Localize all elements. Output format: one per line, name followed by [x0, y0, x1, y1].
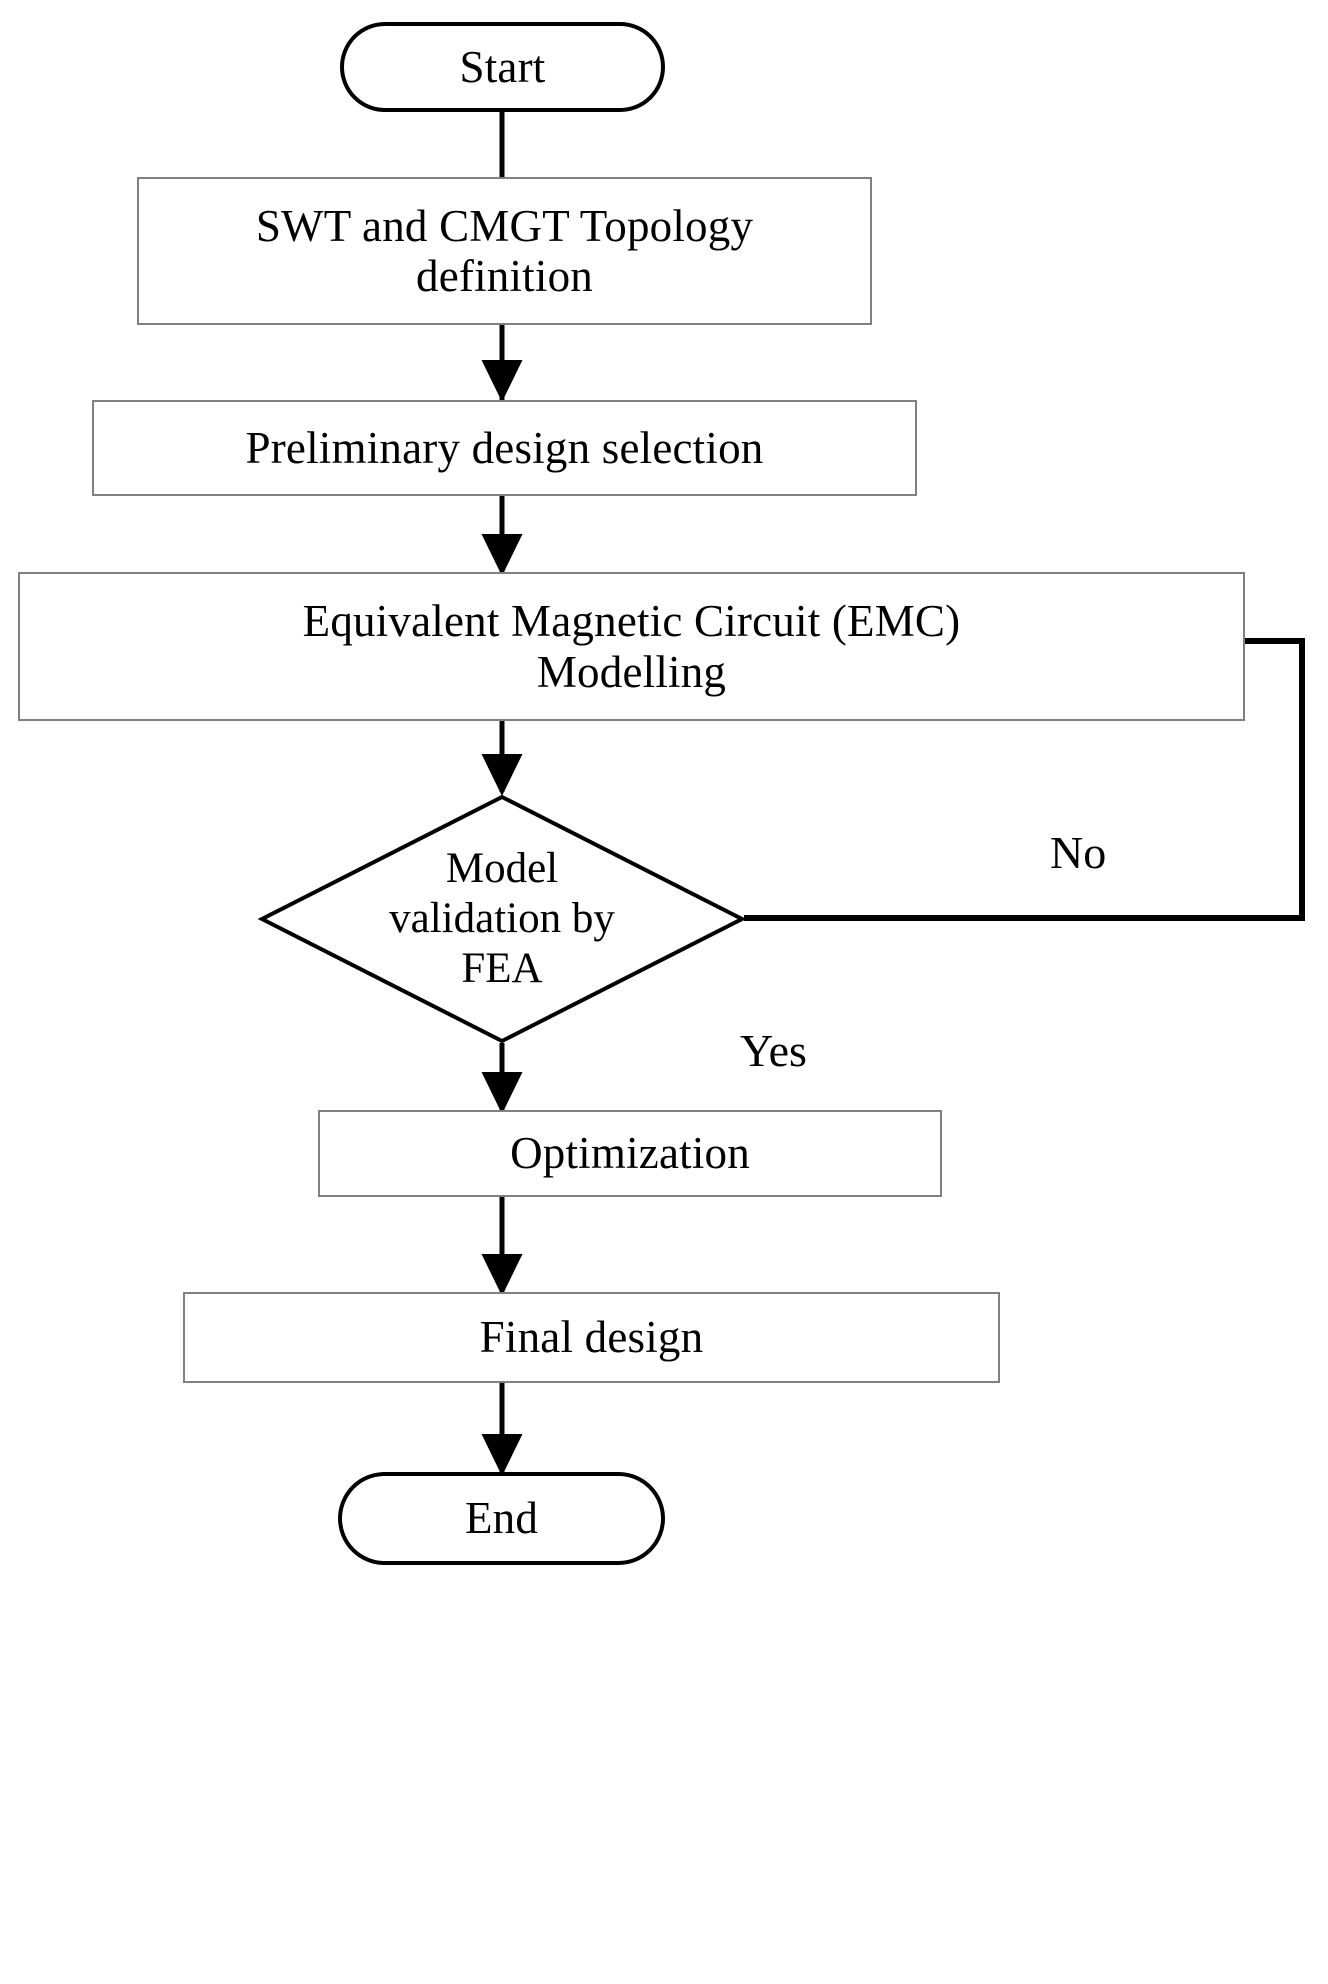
node-emc-label: Equivalent Magnetic Circuit (EMC) Modell…: [303, 596, 961, 697]
node-final-design[interactable]: Final design: [183, 1292, 1000, 1383]
edge-label-no: No: [1050, 827, 1107, 878]
node-optimization-label: Optimization: [510, 1128, 750, 1179]
edge-label-yes: Yes: [740, 1025, 807, 1076]
decision-diamond-shape: [257, 794, 747, 1044]
node-optimization[interactable]: Optimization: [318, 1110, 942, 1197]
node-topology-label: SWT and CMGT Topology definition: [256, 201, 753, 302]
node-validation-label-line2: validation by: [389, 895, 615, 943]
node-topology-label-line2: definition: [416, 251, 593, 301]
node-model-validation-decision[interactable]: Model validation by FEA: [257, 794, 747, 1044]
node-emc-label-line2: Modelling: [536, 646, 727, 697]
node-end-label: End: [464, 1493, 539, 1544]
node-validation-label-line3: FEA: [461, 944, 543, 992]
node-start-label: Start: [459, 41, 546, 92]
node-topology[interactable]: SWT and CMGT Topology definition: [137, 177, 872, 325]
node-validation-label-line1: Model: [445, 845, 559, 893]
node-preliminary-label: Preliminary design selection: [245, 422, 764, 473]
node-preliminary-design-selection[interactable]: Preliminary design selection: [92, 400, 917, 496]
node-topology-label-line1: SWT and CMGT Topology: [255, 200, 754, 251]
node-emc-modelling[interactable]: Equivalent Magnetic Circuit (EMC) Modell…: [18, 572, 1245, 721]
node-emc-label-line1: Equivalent Magnetic Circuit (EMC): [302, 596, 961, 647]
node-final-design-label: Final design: [479, 1312, 704, 1363]
node-end[interactable]: End: [338, 1472, 665, 1565]
node-start[interactable]: Start: [340, 22, 665, 112]
node-validation-label: Model validation by FEA: [260, 795, 744, 1043]
